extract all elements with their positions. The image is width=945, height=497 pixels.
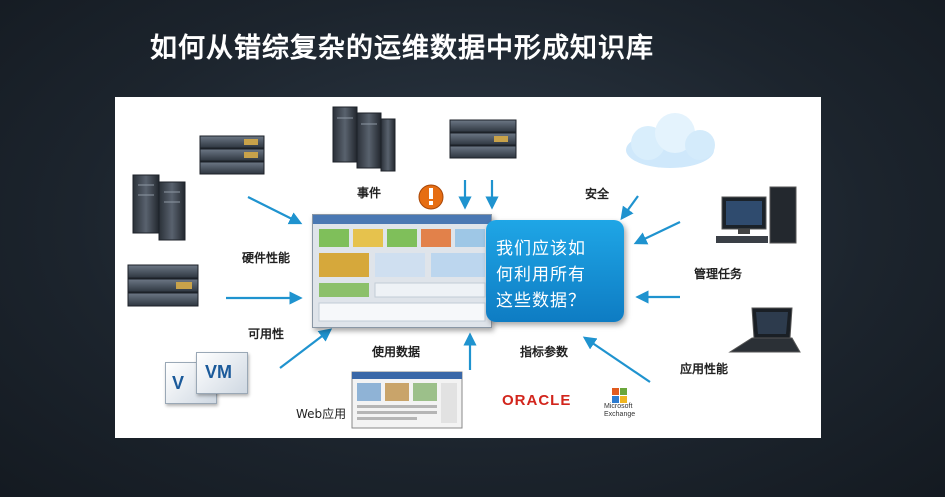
label-events: 事件 bbox=[357, 186, 382, 200]
question-line-3: 这些数据？ bbox=[496, 291, 586, 311]
label-management-tasks: 管理任务 bbox=[694, 267, 743, 281]
label-web-app: Web应用 bbox=[296, 407, 347, 421]
server-tower-icon bbox=[132, 174, 186, 241]
server-tower-icon bbox=[332, 106, 396, 172]
label-usage-data: 使用数据 bbox=[372, 345, 421, 359]
web-app-screenshot bbox=[351, 371, 463, 429]
question-line-1: 我们应该如 bbox=[496, 239, 586, 259]
oracle-logo: ORACLE bbox=[502, 392, 572, 409]
label-security: 安全 bbox=[585, 187, 610, 201]
label-metrics: 指标参数 bbox=[520, 345, 569, 359]
label-app-performance: 应用性能 bbox=[680, 362, 729, 376]
server-rack-icon bbox=[449, 119, 517, 159]
page-title: 如何从错综复杂的运维数据中形成知识库 bbox=[150, 33, 654, 64]
flow-arrows bbox=[226, 180, 681, 383]
question-line-2: 何利用所有 bbox=[496, 265, 586, 285]
question-box: 我们应该如 何利用所有 这些数据？ bbox=[486, 220, 624, 322]
exchange-logo-icon bbox=[612, 388, 627, 403]
label-availability: 可用性 bbox=[248, 327, 285, 341]
server-rack-icon bbox=[127, 264, 199, 307]
dashboard-screenshot bbox=[312, 214, 492, 328]
vm-icon: VM bbox=[196, 352, 248, 394]
desktop-computer-icon bbox=[716, 186, 797, 244]
label-hardware-performance: 硬件性能 bbox=[242, 251, 291, 265]
warning-icon bbox=[418, 184, 444, 210]
cloud-icon bbox=[626, 113, 715, 168]
laptop-icon bbox=[728, 307, 801, 353]
server-rack-icon bbox=[199, 135, 265, 175]
exchange-logo-text: Microsoft Exchange bbox=[604, 403, 636, 418]
